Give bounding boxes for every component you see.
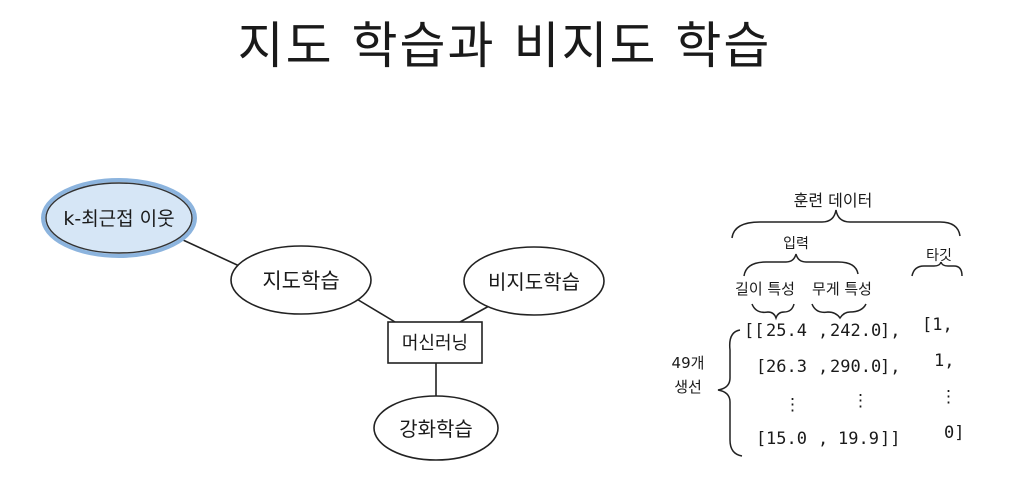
input-label: 입력	[783, 236, 809, 252]
target-label: 타깃	[926, 248, 952, 264]
svg-text:290.0: 290.0	[830, 357, 881, 377]
count-label-2: 생선	[674, 378, 702, 396]
svg-text:⋮: ⋮	[940, 387, 957, 407]
svg-text:15.0: 15.0	[766, 429, 807, 449]
brace-target	[911, 261, 963, 277]
node-reinforcement-label: 강화학습	[399, 417, 473, 441]
svg-text:242.0: 242.0	[830, 321, 881, 341]
svg-text:]]: ]]	[880, 429, 900, 449]
edge-supervised-ml	[354, 297, 396, 323]
svg-text:⋮: ⋮	[852, 391, 869, 411]
node-unsupervised-label: 비지도학습	[488, 270, 580, 294]
svg-text:19.9: 19.9	[838, 429, 879, 449]
svg-text:],: ],	[880, 357, 900, 377]
svg-text:,: ,	[818, 429, 828, 449]
col-weight-label: 무게 특성	[812, 280, 872, 298]
node-knn: k-최근접 이웃	[41, 178, 197, 258]
node-ml: 머신러닝	[387, 321, 483, 364]
svg-text:26.3: 26.3	[766, 357, 807, 377]
svg-text:,: ,	[818, 321, 828, 341]
svg-text:⋮: ⋮	[784, 395, 801, 415]
data-row: [ 26.3 , 290.0 ], 1,	[756, 351, 954, 377]
training-data: 훈련 데이터 입력 타깃 길이 특성 무게 특성 49개 생선	[672, 191, 963, 457]
svg-text:,: ,	[818, 357, 828, 377]
training-label: 훈련 데이터	[794, 191, 873, 210]
data-row: [ 15.0 , 19.9 ]] 0]	[756, 423, 964, 449]
node-unsupervised: 비지도학습	[463, 246, 605, 316]
brace-input	[743, 253, 859, 277]
svg-text:0]: 0]	[944, 423, 964, 443]
node-supervised: 지도학습	[230, 245, 372, 315]
data-rows: [[ 25.4 , 242.0 ], [1, [ 26.3 , 290.0 ],…	[744, 315, 964, 449]
node-supervised-label: 지도학습	[262, 269, 339, 293]
node-knn-label: k-최근접 이웃	[63, 208, 174, 230]
brace-training	[731, 209, 961, 239]
node-ml-label: 머신러닝	[402, 333, 468, 354]
col-length-label: 길이 특성	[735, 280, 795, 298]
svg-text:[1,: [1,	[922, 315, 953, 335]
brace-col-length	[751, 303, 795, 321]
brace-rows	[717, 329, 743, 457]
data-row: [[ 25.4 , 242.0 ], [1,	[744, 315, 953, 341]
data-row: ⋮ ⋮ ⋮	[784, 387, 957, 415]
svg-text:],: ],	[880, 321, 900, 341]
svg-text:[: [	[756, 429, 766, 449]
svg-text:25.4: 25.4	[766, 321, 807, 341]
page-title: 지도 학습과 비지도 학습	[237, 17, 772, 75]
svg-text:1,: 1,	[934, 351, 954, 371]
brace-col-weight	[811, 303, 867, 320]
count-label-1: 49개	[672, 354, 705, 372]
svg-text:[: [	[756, 357, 766, 377]
node-reinforcement: 강화학습	[373, 395, 499, 461]
svg-text:[[: [[	[744, 321, 764, 341]
